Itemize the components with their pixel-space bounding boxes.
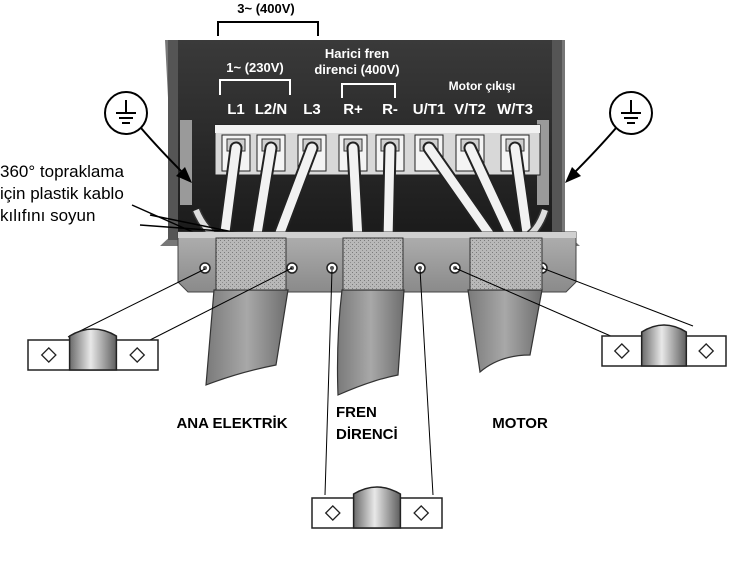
- conductor-wire-core: [424, 143, 497, 243]
- ground-symbol-right: [565, 91, 653, 183]
- supply-labels: 3~ (400V) 1~ (230V) Harici fren direnci …: [217, 1, 533, 118]
- external-cables: [205, 237, 543, 396]
- mains-label: ANA ELEKTRİK: [176, 415, 287, 432]
- cable-group-labels: ANA ELEKTRİK FREN DİRENCİ MOTOR: [176, 404, 547, 443]
- grounding-clamp-icon: [27, 328, 159, 371]
- conductor-wire-core: [510, 143, 533, 245]
- terminal-label: L2/N: [255, 101, 288, 118]
- grounding-clamp-icon: [311, 486, 443, 529]
- terminal-label: R+: [343, 101, 363, 118]
- conductor-wire-core: [273, 143, 317, 243]
- grounding-clamp-icon: [601, 324, 727, 367]
- brake-resistor-bracket: [341, 83, 396, 98]
- terminal-label: L1: [227, 101, 245, 118]
- clamps: [27, 324, 727, 529]
- conductor-wire-core: [220, 143, 241, 237]
- brake-resistor-label-line1: Harici fren: [325, 46, 389, 61]
- note-line-2: için plastik kablo: [0, 184, 124, 203]
- terminal-label: L3: [303, 101, 321, 118]
- terminal-label: W/T3: [497, 101, 533, 118]
- ground-symbol-left: [104, 91, 192, 183]
- motor-output-label: Motor çıkışı: [449, 79, 516, 93]
- terminal-label: V/T2: [454, 101, 486, 118]
- shielded-cable: [467, 237, 543, 374]
- note-line-3: kılıfını soyun: [0, 206, 95, 225]
- conductor-wire-core: [465, 143, 515, 239]
- mounting-hole-center: [330, 266, 334, 270]
- clamp-leader-lines: [67, 267, 694, 496]
- note-line-1: 360° topraklama: [0, 162, 125, 181]
- terminal-label: R-: [382, 101, 398, 118]
- three-phase-label: 3~ (400V): [237, 1, 294, 16]
- brake-label-line1: FREN: [336, 404, 377, 421]
- brake-resistor-label-line2: direnci (400V): [314, 62, 399, 77]
- terminal-label: U/T1: [413, 101, 446, 118]
- internal-wires: [191, 141, 550, 247]
- stripped-shield: [215, 237, 287, 291]
- three-phase-bracket: [217, 21, 319, 36]
- brake-label-line2: DİRENCİ: [336, 426, 398, 443]
- conductor-wire-core: [383, 143, 395, 245]
- stripping-note: 360° topraklama için plastik kablo kılıf…: [0, 162, 125, 225]
- motor-label: MOTOR: [492, 415, 548, 432]
- stripped-shield: [342, 237, 404, 291]
- shielded-cable: [205, 237, 289, 386]
- single-phase-bracket: [219, 79, 291, 95]
- mounting-hole-center: [418, 266, 422, 270]
- shielded-cable: [336, 237, 405, 396]
- stripped-shield: [469, 237, 543, 291]
- single-phase-label: 1~ (230V): [226, 60, 283, 75]
- conductor-wire-core: [348, 143, 363, 245]
- conductor-wire-core: [251, 143, 276, 245]
